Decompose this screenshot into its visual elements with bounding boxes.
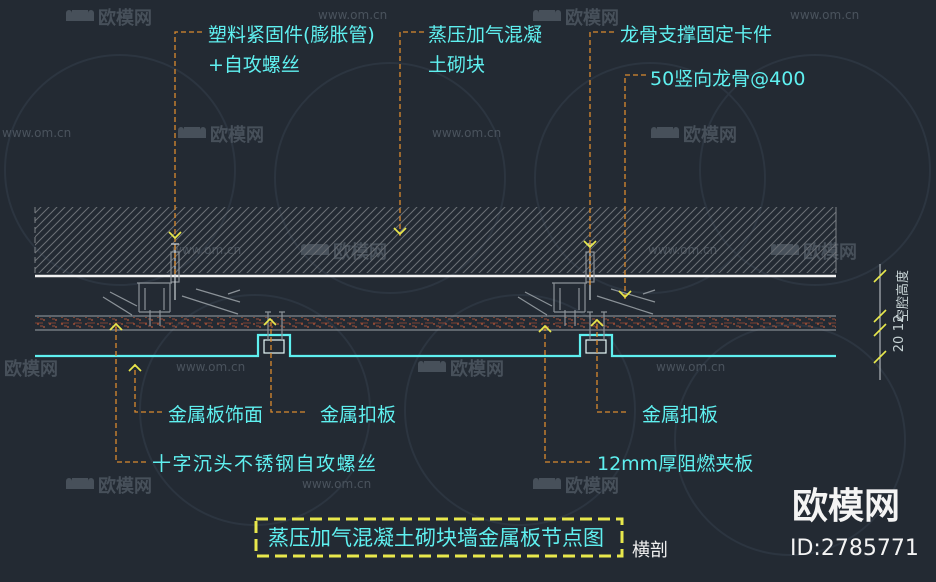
leader-block — [399, 31, 424, 236]
watermark-url-text: www.om.cn — [176, 360, 245, 374]
label-facing: 金属板饰面 — [168, 404, 263, 426]
buckle-plate-right — [585, 339, 607, 354]
leader-clip — [589, 31, 614, 287]
metal-panel-face — [35, 333, 836, 358]
section-type: 横剖 — [632, 540, 668, 561]
arrow-down-icon — [583, 240, 597, 249]
watermark-url-text: www.om.cn — [656, 360, 725, 374]
label-screw: 十字沉头不锈钢自攻螺丝 — [152, 453, 378, 475]
clip-right — [181, 288, 241, 315]
label-clip: 龙骨支撑固定卡件 — [620, 24, 772, 46]
arrow-up-icon — [590, 318, 604, 327]
keel-screws — [564, 310, 576, 326]
watermark-brand-text: 欧模网 — [210, 124, 264, 146]
label-fastener-line2: +自攻螺丝 — [208, 54, 300, 76]
title-frame — [254, 517, 624, 558]
label-keel: 50竖向龙骨@400 — [650, 68, 805, 90]
clip-left — [102, 291, 138, 316]
watermark-brand-text: 欧模网 — [683, 124, 737, 146]
leader-lines — [115, 31, 646, 463]
watermark-brand-text: 欧模网 — [450, 358, 504, 380]
label-plywood: 12mm厚阻燃夹板 — [597, 453, 753, 475]
watermark-brand-text: 欧模网 — [565, 7, 619, 29]
arrow-down-icon — [168, 231, 182, 240]
buckle-screws-right — [587, 311, 607, 340]
sofa-icon — [533, 10, 561, 21]
arrow-up-icon — [128, 363, 142, 372]
dimension-cavity-text: 空腔高度 — [895, 270, 911, 322]
keel-bracket-left — [102, 243, 241, 326]
watermark-arc — [404, 294, 636, 526]
clip-left — [517, 291, 553, 316]
watermark-url-text: www.om.cn — [2, 126, 71, 140]
arrow-up-icon — [538, 324, 552, 333]
dimension-upper-value: 12 — [892, 315, 907, 332]
cavity-dimension: 空腔高度 12 20 — [873, 264, 911, 380]
title-block: 蒸压加气混凝土砌块墙金属板节点图 横剖 — [254, 517, 668, 561]
sofa-icon — [66, 10, 94, 21]
leader-screw — [115, 324, 146, 463]
keel-inner — [144, 288, 165, 310]
label-fastener-line1: 塑料紧固件(膨胀管) — [208, 24, 375, 46]
leader-plywood — [544, 326, 590, 463]
sofa-icon — [178, 127, 206, 138]
watermark-arc — [4, 54, 236, 286]
watermark-arc — [274, 62, 506, 294]
sofa-icon — [418, 361, 446, 372]
arrow-up-icon — [109, 322, 123, 331]
buckle-screws-left — [265, 311, 285, 340]
watermark-brand-text: 欧模网 — [98, 475, 152, 497]
label-buckle-right: 金属扣板 — [642, 404, 718, 426]
watermark-brand-text: 欧模网 — [4, 358, 58, 380]
keel-section — [137, 282, 172, 313]
arrow-down-icon — [618, 290, 632, 299]
brand-watermark: 欧模网 ID:2785771 — [790, 486, 919, 561]
watermark-url-text: www.om.cn — [302, 477, 371, 491]
label-buckle-left: 金属扣板 — [320, 404, 396, 426]
leader-facing — [134, 364, 162, 413]
dimension-lower-value: 20 — [892, 336, 907, 353]
leader-fastener — [174, 31, 202, 274]
leader-arrows — [109, 227, 632, 372]
watermark-arc — [699, 54, 931, 286]
sofa-icon — [66, 478, 94, 489]
buckle-plate-left — [263, 339, 285, 354]
drawing-title: 蒸压加气混凝土砌块墙金属板节点图 — [268, 526, 604, 550]
sofa-icon — [651, 127, 679, 138]
watermark-url-text: www.om.cn — [318, 8, 387, 22]
watermark-arc — [534, 62, 766, 294]
watermark-brand-text: 欧模网 — [98, 7, 152, 29]
resource-id: ID:2785771 — [790, 536, 919, 561]
dimension-ticks — [873, 269, 887, 364]
leader-buckle-right — [596, 322, 626, 413]
watermark-brand-text: 欧模网 — [565, 475, 619, 497]
metal-panel — [35, 311, 836, 358]
watermark-url-text: www.om.cn — [790, 8, 859, 22]
callout-labels: 塑料紧固件(膨胀管) +自攻螺丝 蒸压加气混凝 土砌块 龙骨支撑固定卡件 50竖… — [152, 24, 805, 475]
sofa-icon — [533, 478, 561, 489]
plywood-hatch — [35, 317, 836, 330]
keel-inner — [559, 288, 580, 310]
arrow-up-icon — [263, 317, 277, 326]
wall-hatch — [35, 207, 836, 273]
label-block-line1: 蒸压加气混凝 — [428, 24, 542, 46]
watermark-url-text: www.om.cn — [432, 126, 501, 140]
watermark-arcs — [4, 54, 931, 556]
aerated-block-wall — [34, 207, 837, 273]
plywood-layer — [35, 315, 836, 331]
brand-logo-text: 欧模网 — [792, 486, 900, 527]
arrow-down-icon — [393, 227, 407, 236]
keel-section — [552, 282, 587, 313]
clip-right — [596, 288, 656, 315]
leader-keel — [624, 74, 646, 300]
label-block-line2: 土砌块 — [428, 54, 485, 76]
leader-buckle-left — [270, 322, 305, 413]
keel-screws — [149, 310, 161, 326]
